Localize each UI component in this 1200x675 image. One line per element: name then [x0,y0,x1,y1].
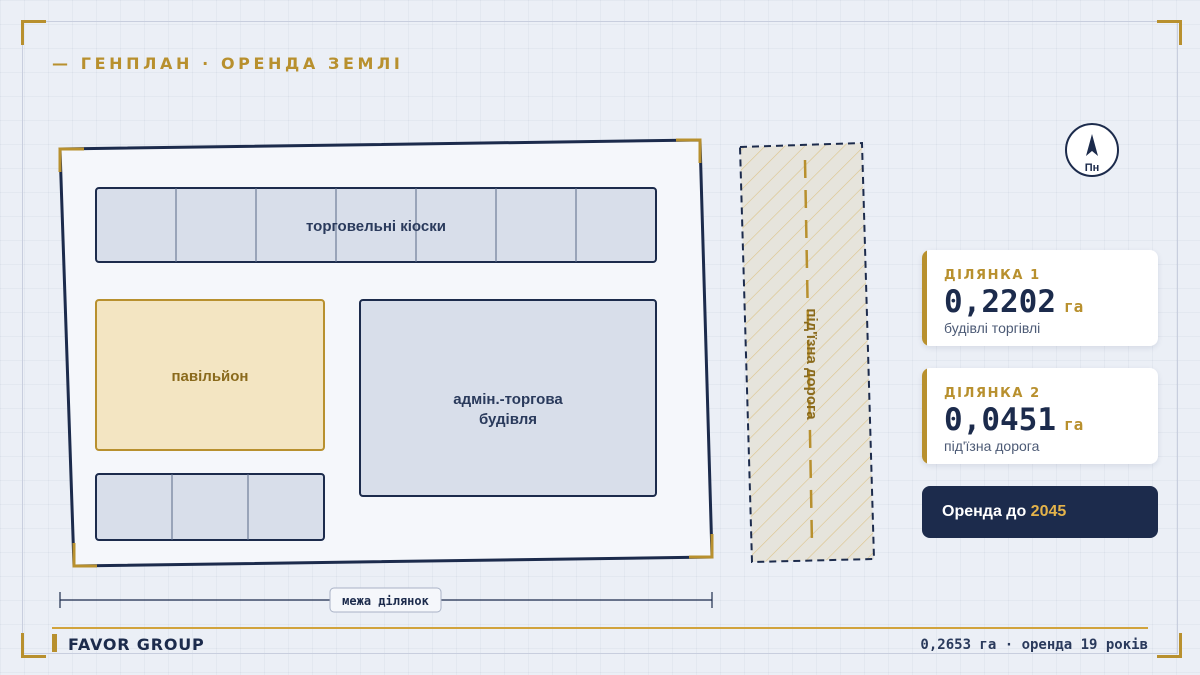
admin-building [359,299,657,497]
pavilion [95,299,325,451]
dimension-label: межа ділянок [342,594,429,608]
plot-purpose: будівлі торгівлі [944,320,1041,336]
frame-left-line [22,21,23,654]
frame-bottom-line [22,653,1178,654]
kiosk-dividers [175,188,577,262]
frame-corner-top-right [1157,20,1182,45]
brand-name: FAVOR GROUP [68,635,205,654]
compass-label: Пн [1085,162,1100,174]
plot-label: ДІЛЯНКА 2 [944,386,1041,401]
plot-card-1: ДІЛЯНКА 1 0,2202 га будівлі торгівлі [922,250,1158,346]
footer-divider [52,627,1148,629]
kiosks-label: торговельні кіоски [306,218,446,235]
plot-area-unit: га [1063,415,1084,434]
plot-area-value: 0,0451 [944,402,1056,438]
road-label: під'їзна дорога [803,308,820,420]
frame-corner-bottom-right [1157,633,1182,658]
plot-card-2: ДІЛЯНКА 2 0,0451 га під'їзна дорога [922,368,1158,464]
boundary-corner-mark-br [689,534,714,559]
plot-purpose: під'їзна дорога [944,438,1040,454]
small-kiosk-block [95,473,325,541]
plot-area-value: 0,2202 [944,284,1056,320]
boundary-corner-mark-bl [72,543,97,568]
lease-badge: Оренда до 2045 [922,486,1158,538]
frame-right-line [1177,21,1178,654]
plot-area-unit: га [1063,297,1084,316]
boundary-corner-mark-tr [676,138,702,163]
frame-corner-bottom-left [21,633,46,658]
plot-label: ДІЛЯНКА 1 [944,268,1041,283]
lease-year: 2045 [1030,503,1067,520]
boundary-corner-mark-tl [58,147,84,172]
road-centerline [803,159,814,546]
footer-accent-tick [52,634,57,652]
lease-text: Оренда до [942,503,1027,520]
dimension-label-box [329,587,442,613]
kiosk-row [95,187,657,263]
card-accent-bar [922,250,927,346]
north-arrow-icon [1086,134,1098,156]
admin-label-line1: адмін.-торгова [453,391,563,408]
admin-label-line2: будівля [479,411,537,428]
page-title: — ГЕНПЛАН · ОРЕНДА ЗЕМЛІ [52,54,404,73]
card-accent-bar [922,368,927,464]
pavilion-label: павільйон [172,368,249,385]
plot-area: 0,2202 га [944,284,1083,320]
access-road [738,141,876,564]
frame-corner-top-left [21,20,46,45]
footer-summary: 0,2653 га · оренда 19 років [920,637,1148,653]
frame-top-line [22,21,1178,22]
plot-area: 0,0451 га [944,402,1083,438]
